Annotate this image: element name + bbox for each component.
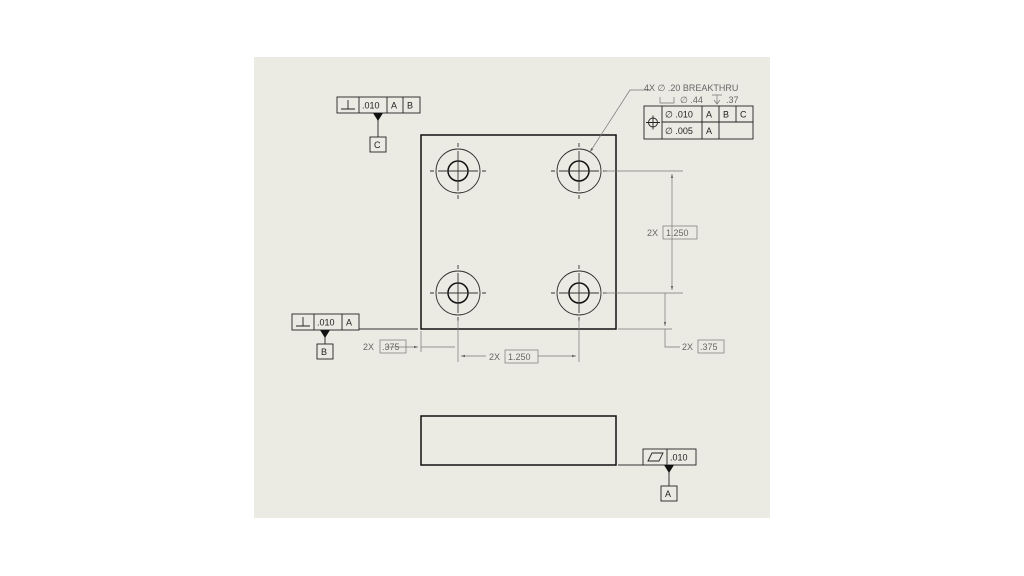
datum-b-label: B bbox=[321, 347, 327, 357]
cbore-diameter: ∅ .44 bbox=[680, 95, 703, 105]
hole-bottom-left bbox=[430, 265, 486, 321]
dim-prefix: 2X bbox=[363, 342, 374, 352]
fcf-row1-datum-c: C bbox=[740, 110, 747, 120]
fcf-tolerance: .010 bbox=[317, 318, 335, 328]
cbore-depth: .37 bbox=[726, 95, 739, 105]
dim-value: .375 bbox=[700, 342, 718, 352]
hole-callout: 4X ∅ .20 BREAKTHRU ∅ .44 .37 ∅ .010 A B … bbox=[589, 83, 754, 153]
datum-c-fcf: .010 A B bbox=[336, 96, 421, 114]
datum-c-label: C bbox=[374, 140, 381, 150]
front-view-outline bbox=[420, 415, 617, 466]
perpendicularity-icon bbox=[341, 100, 355, 110]
dim-value: .375 bbox=[382, 342, 400, 352]
datum-a-fcf: .010 bbox=[618, 448, 697, 466]
fcf-row1-datum-b: B bbox=[723, 110, 729, 120]
depth-icon bbox=[712, 94, 722, 105]
fcf-row2-datum-a: A bbox=[706, 126, 712, 136]
datum-c-symbol: C bbox=[369, 113, 387, 153]
fcf-row2-tolerance: ∅ .005 bbox=[665, 126, 693, 136]
datum-b-symbol: B bbox=[316, 330, 334, 360]
fcf-tolerance: .010 bbox=[362, 101, 380, 111]
counterbore-icon bbox=[659, 97, 675, 104]
datum-a-symbol: A bbox=[660, 465, 678, 502]
fcf-datum-a: A bbox=[346, 318, 352, 328]
fcf-tolerance: .010 bbox=[670, 453, 688, 463]
hole-bottom-right bbox=[551, 265, 607, 321]
dim-bottom-edge: 2X .375 bbox=[618, 293, 725, 354]
dim-horizontal-spacing: 2X 1.250 bbox=[461, 320, 580, 364]
dim-prefix: 2X bbox=[489, 352, 500, 362]
fcf-row1-tolerance: ∅ .010 bbox=[665, 110, 693, 120]
hole-top-left bbox=[430, 143, 486, 199]
dim-value: 1.250 bbox=[666, 228, 689, 238]
top-view-outline bbox=[420, 134, 617, 330]
fcf-row1-datum-a: A bbox=[706, 110, 712, 120]
hole-top-right bbox=[551, 143, 607, 199]
dim-prefix: 2X bbox=[647, 228, 658, 238]
dim-left-edge: 2X .375 bbox=[363, 320, 459, 362]
datum-a-label: A bbox=[665, 489, 671, 499]
drawing-sheet bbox=[254, 57, 770, 518]
datum-b-fcf: .010 A bbox=[291, 313, 418, 331]
dim-prefix: 2X bbox=[682, 342, 693, 352]
dim-value: 1.250 bbox=[508, 352, 531, 362]
hole-callout-line1: 4X ∅ .20 BREAKTHRU bbox=[644, 83, 738, 93]
fcf-datum-b: B bbox=[407, 101, 413, 111]
dim-vertical-spacing: 2X 1.250 bbox=[604, 170, 698, 294]
position-icon bbox=[646, 115, 660, 130]
perpendicularity-icon bbox=[296, 317, 310, 327]
flatness-icon bbox=[647, 452, 664, 462]
fcf-datum-a: A bbox=[391, 101, 397, 111]
